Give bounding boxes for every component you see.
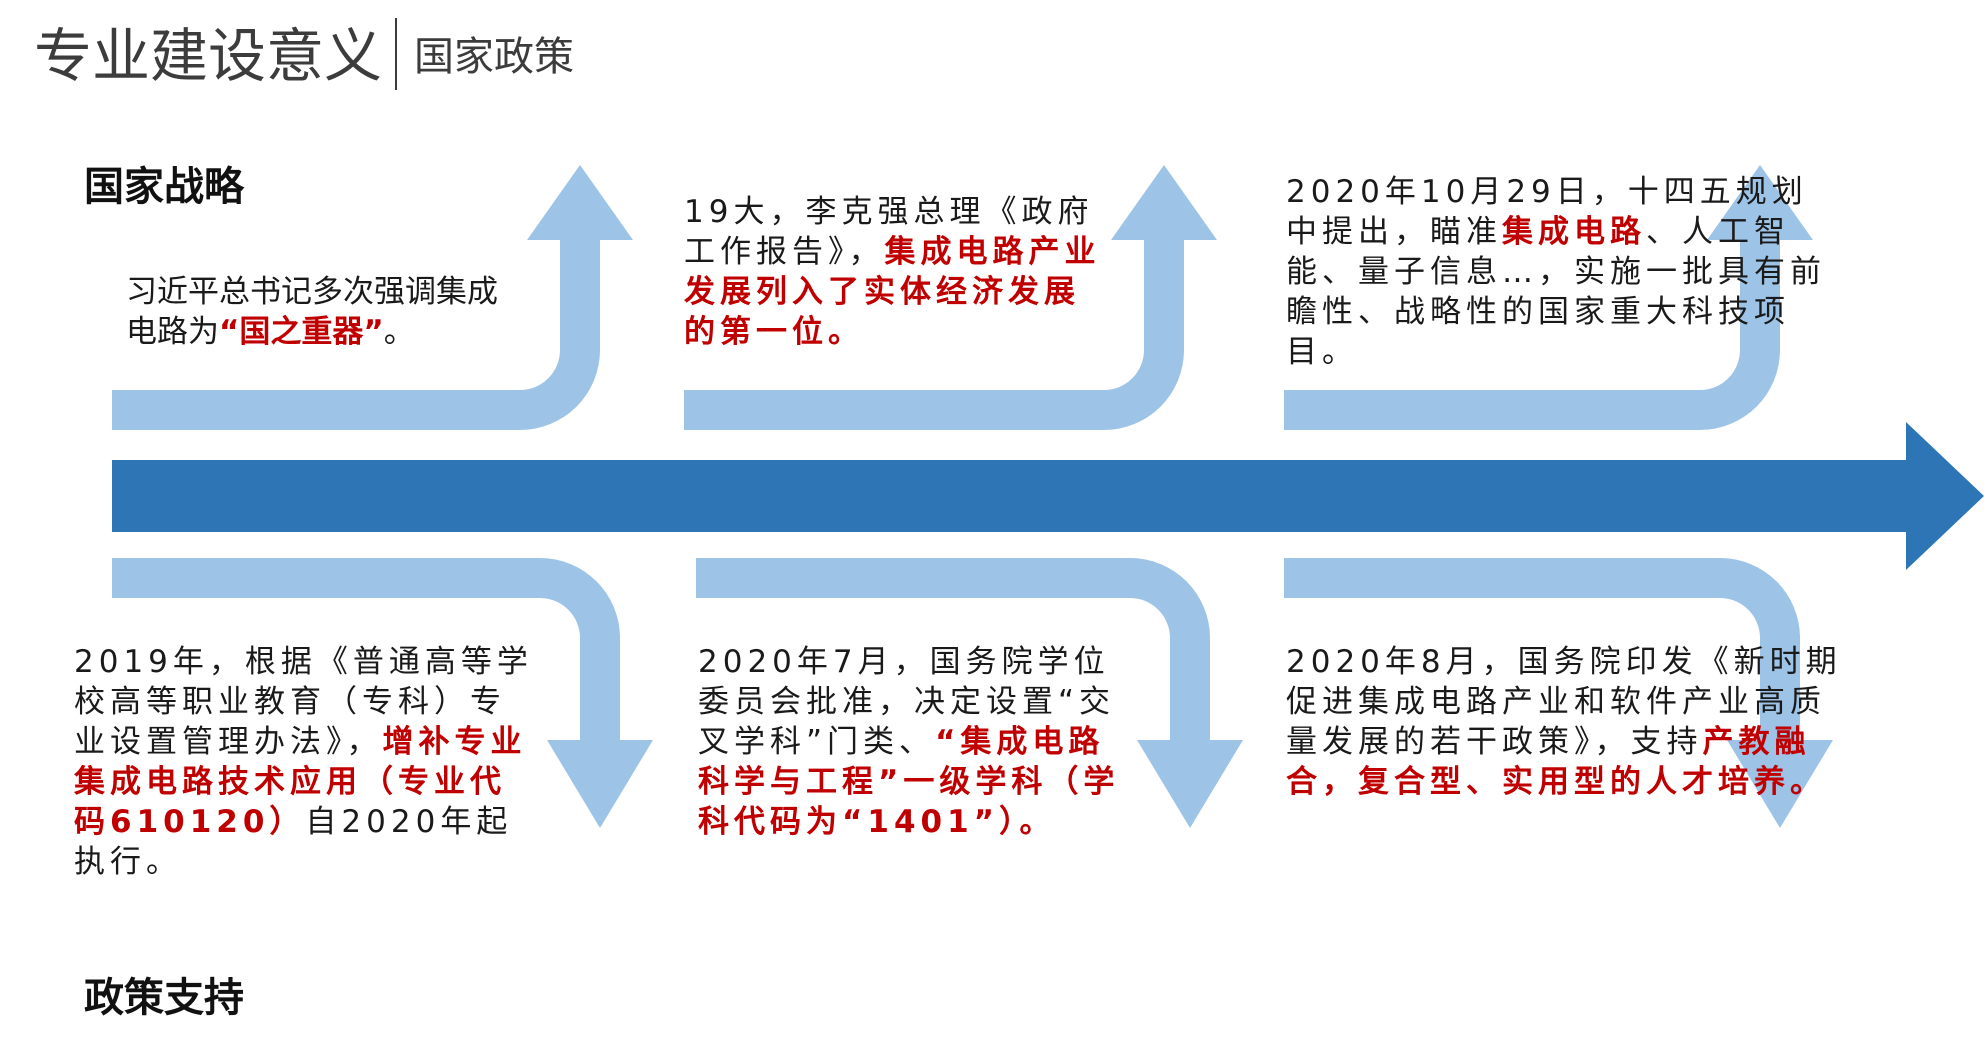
page-subtitle: 国家政策 (414, 34, 574, 80)
event-text-segment: 自2020年起执行。 (74, 804, 513, 880)
event-text-gov-work-report: 19大，李克强总理《政府工作报告》，集成电路产业发展列入了实体经济发展的第一位。 (684, 192, 1104, 352)
branch-arrow-up-3 (1284, 165, 1813, 430)
branch-arrow-down-2 (696, 558, 1243, 828)
highlight-text: “国之重器” (219, 314, 384, 350)
page-title: 专业建设意义 (34, 22, 383, 90)
event-text-2020-july-discipline: 2020年7月，国务院学位委员会批准，决定设置“交叉学科”门类、“集成电路科学与… (698, 642, 1138, 842)
branch-arrow-down-3 (1284, 558, 1833, 828)
event-text-segment: 。 (383, 314, 415, 350)
event-text-segment: 2020年8月，国务院印发《新时期促进集成电路产业和软件产业高质量发展的若干政策… (1286, 644, 1842, 760)
branch-arrow-up-1 (112, 165, 633, 430)
event-text-segment: 习近平总书记多次强调集成电路为 (126, 274, 498, 350)
title-divider (395, 18, 397, 90)
event-text-2019-major-catalog: 2019年，根据《普通高等学校高等职业教育（专科）专业设置管理办法》，增补专业集… (74, 642, 534, 882)
highlight-text: 增补专业集成电路技术应用（专业代码610120） (74, 724, 527, 840)
main-timeline-arrow (112, 422, 1984, 570)
event-text-segment: 、人工智能、量子信息…，实施一批具有前瞻性、战略性的国家重大科技项目。 (1286, 214, 1826, 370)
event-text-xi-key-instrument: 习近平总书记多次强调集成电路为“国之重器”。 (126, 272, 526, 352)
highlight-text: 产教融合，复合型、实用型的人才培养。 (1286, 724, 1826, 800)
branch-arrow-down-1 (112, 558, 653, 828)
highlight-text: 集成电路产业发展列入了实体经济发展的第一位。 (684, 234, 1101, 350)
event-text-2020-aug-policy: 2020年8月，国务院印发《新时期促进集成电路产业和软件产业高质量发展的若干政策… (1286, 642, 1846, 802)
event-text-segment: 2019年，根据《普通高等学校高等职业教育（专科）专业设置管理办法》， (74, 644, 533, 760)
event-text-14th-five-year-plan: 2020年10月29日，十四五规划中提出，瞄准集成电路、人工智能、量子信息…，实… (1286, 172, 1826, 372)
highlight-text: “集成电路科学与工程”一级学科（学科代码为“1401”）。 (698, 724, 1120, 840)
event-text-segment: 2020年7月，国务院学位委员会批准，决定设置“交叉学科”门类、 (698, 644, 1116, 760)
branch-arrow-up-2 (684, 165, 1217, 430)
highlight-text: 集成电路 (1502, 214, 1646, 250)
label-policy-support: 政策支持 (84, 975, 244, 1021)
event-text-segment: 2020年10月29日，十四五规划中提出，瞄准 (1286, 174, 1808, 250)
label-national-strategy: 国家战略 (84, 164, 244, 210)
event-text-segment: 19大，李克强总理《政府工作报告》， (684, 194, 1094, 270)
